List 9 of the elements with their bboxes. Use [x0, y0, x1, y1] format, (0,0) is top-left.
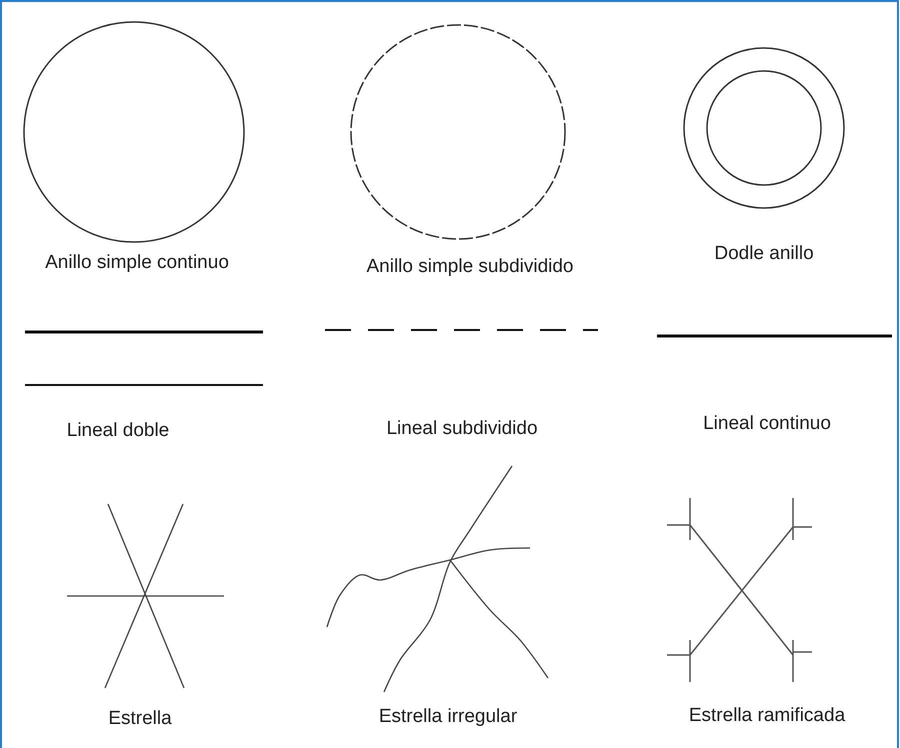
caption: Lineal continuo: [703, 413, 831, 435]
caption: Lineal subdividido: [386, 418, 538, 440]
caption: Anillo simple subdividido: [366, 256, 574, 278]
caption: Estrella: [108, 708, 172, 730]
caption: Dodle anillo: [714, 243, 814, 265]
caption: Anillo simple continuo: [45, 252, 229, 274]
caption: Estrella ramificada: [688, 705, 846, 727]
caption: Estrella irregular: [378, 706, 518, 728]
caption: Lineal doble: [66, 420, 170, 442]
